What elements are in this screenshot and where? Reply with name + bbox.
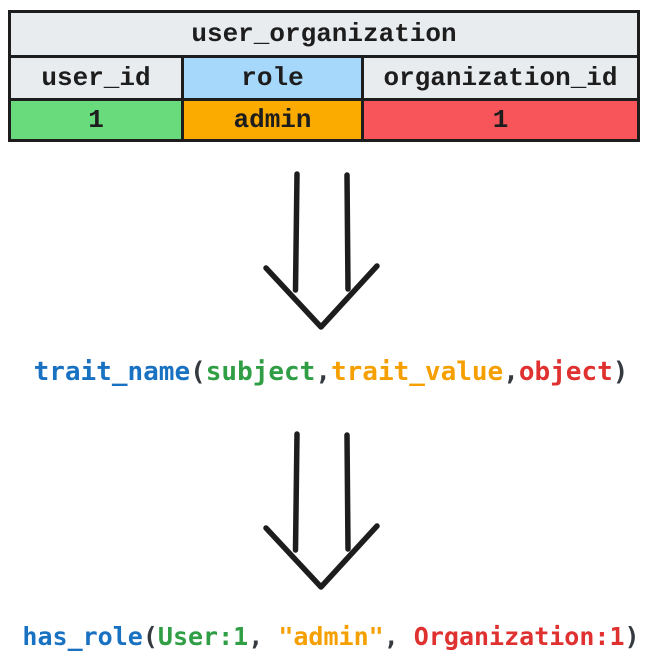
- table-cell-organization-id: 1: [364, 101, 637, 139]
- code-token-blue: has_role: [22, 622, 143, 651]
- table-row: 1 admin 1: [11, 98, 637, 139]
- code-token-green: User:1: [157, 622, 249, 651]
- has-role-expression: has_role(User:1, "admin", Organization:1…: [0, 616, 662, 658]
- code-token-dark: ): [624, 622, 640, 651]
- table-cell-role: admin: [184, 101, 364, 139]
- arrow-down-icon: [263, 431, 380, 590]
- table-header-user-id: user_id: [11, 58, 184, 98]
- user-organization-table: user_organization user_id role organizat…: [8, 10, 640, 142]
- table-cell-user-id: 1: [11, 101, 184, 139]
- code-token-dark: ,: [503, 357, 519, 387]
- trait-expression-template: trait_name(subject,trait_value,object): [0, 352, 662, 392]
- code-token-orange: trait_value: [331, 357, 504, 387]
- arrow-down-icon: [263, 171, 380, 330]
- code-token-orange: "admin": [278, 622, 384, 651]
- code-token-dark: ,: [383, 622, 414, 651]
- code-token-red: object: [518, 357, 613, 387]
- table-title: user_organization: [11, 13, 637, 55]
- code-token-dark: ): [612, 357, 629, 387]
- code-token-dark: (: [190, 357, 206, 387]
- code-token-red: Organization:1: [413, 622, 625, 651]
- table-header-row: user_id role organization_id: [11, 55, 637, 98]
- code-token-dark: ,: [248, 622, 279, 651]
- table-header-role: role: [184, 58, 364, 98]
- code-token-green: subject: [205, 357, 316, 387]
- table-header-organization-id: organization_id: [364, 58, 637, 98]
- code-token-dark: ,: [315, 357, 331, 387]
- code-token-blue: trait_name: [33, 357, 191, 387]
- code-token-dark: (: [142, 622, 158, 651]
